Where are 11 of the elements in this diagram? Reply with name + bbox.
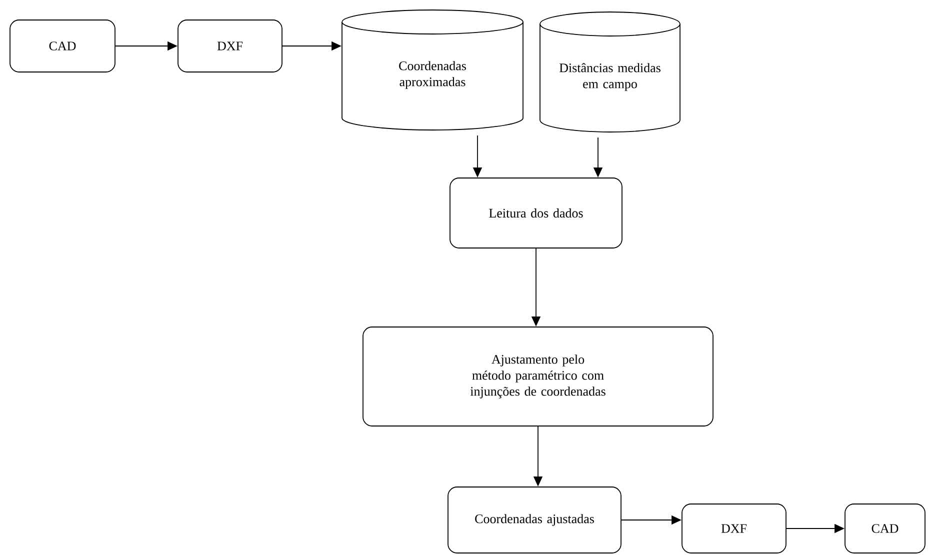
node-label: Coordenadas aproximadas (399, 61, 466, 89)
database-cylinder: Coordenadas aproximadas (342, 10, 524, 130)
process-box: Coordenadas ajustadas (448, 486, 622, 554)
process-box: Ajustamento pelo método paramétrico com injunções de coordenadas (362, 326, 714, 426)
process-box: CAD (844, 504, 926, 554)
process-box: DXF (178, 20, 282, 72)
node-label: Distâncias medidas em campo (559, 63, 660, 91)
process-box: DXF (682, 504, 786, 554)
process-box: Leitura dos dados (450, 178, 622, 248)
database-cylinder: Distâncias medidas em campo (540, 12, 680, 132)
process-box: CAD (10, 20, 116, 72)
